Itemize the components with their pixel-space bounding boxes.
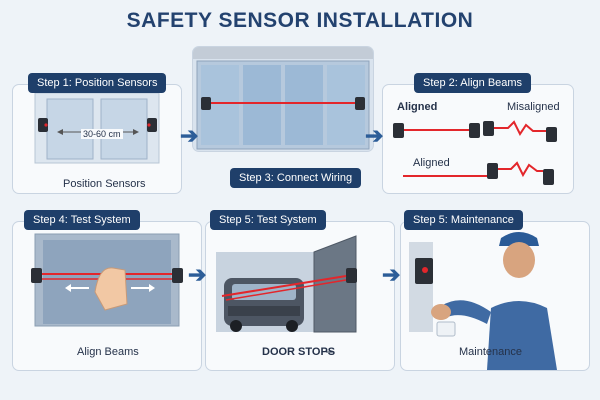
panel-step-1: 30-60 cm Position Sensors (12, 84, 182, 194)
panel-sliding-door (192, 46, 374, 152)
arrow-right-icon: ➔ (180, 123, 199, 148)
distance-label: 30-60 cm (81, 129, 123, 139)
panel-step-5-maintenance: Maintenance (400, 221, 590, 371)
door-stops-illustration (216, 235, 357, 353)
panel-step-2: Aligned Misaligned Aligned (382, 84, 574, 194)
step-2-label: Step 2: Align Beams (414, 73, 532, 93)
maintenance-illustration (409, 232, 557, 370)
step-1-caption: Position Sensors (63, 178, 146, 190)
aligned-label-2: Aligned (413, 157, 450, 169)
arrow-right-icon: ➔ (365, 123, 384, 148)
step-5-maintenance-caption: Maintenance (459, 346, 522, 358)
step-1-label: Step 1: Position Sensors (28, 73, 167, 93)
panel-step-5-test: DOOR STOPS (205, 221, 395, 371)
step-5-test-label: Step 5: Test System (210, 210, 326, 230)
step-4-label: Step 4: Test System (24, 210, 140, 230)
panel-step-4: Align Beams (12, 221, 202, 371)
arrow-right-icon: ➔ (382, 262, 401, 287)
arrow-right-icon: ➔ (188, 262, 207, 287)
step-5-maintenance-label: Step 5: Maintenance (404, 210, 523, 230)
aligned-label: Aligned (397, 101, 438, 113)
sliding-door-illustration (193, 47, 373, 150)
position-sensors-illustration (34, 92, 160, 164)
step-5-test-caption: DOOR STOPS (262, 346, 336, 358)
step-4-caption: Align Beams (77, 346, 139, 358)
test-system-illustration (31, 233, 183, 327)
misaligned-label: Misaligned (507, 101, 560, 113)
page-title: SAFETY SENSOR INSTALLATION (126, 9, 474, 32)
step-3-label: Step 3: Connect Wiring (230, 168, 362, 188)
align-beams-illustration (393, 120, 557, 185)
